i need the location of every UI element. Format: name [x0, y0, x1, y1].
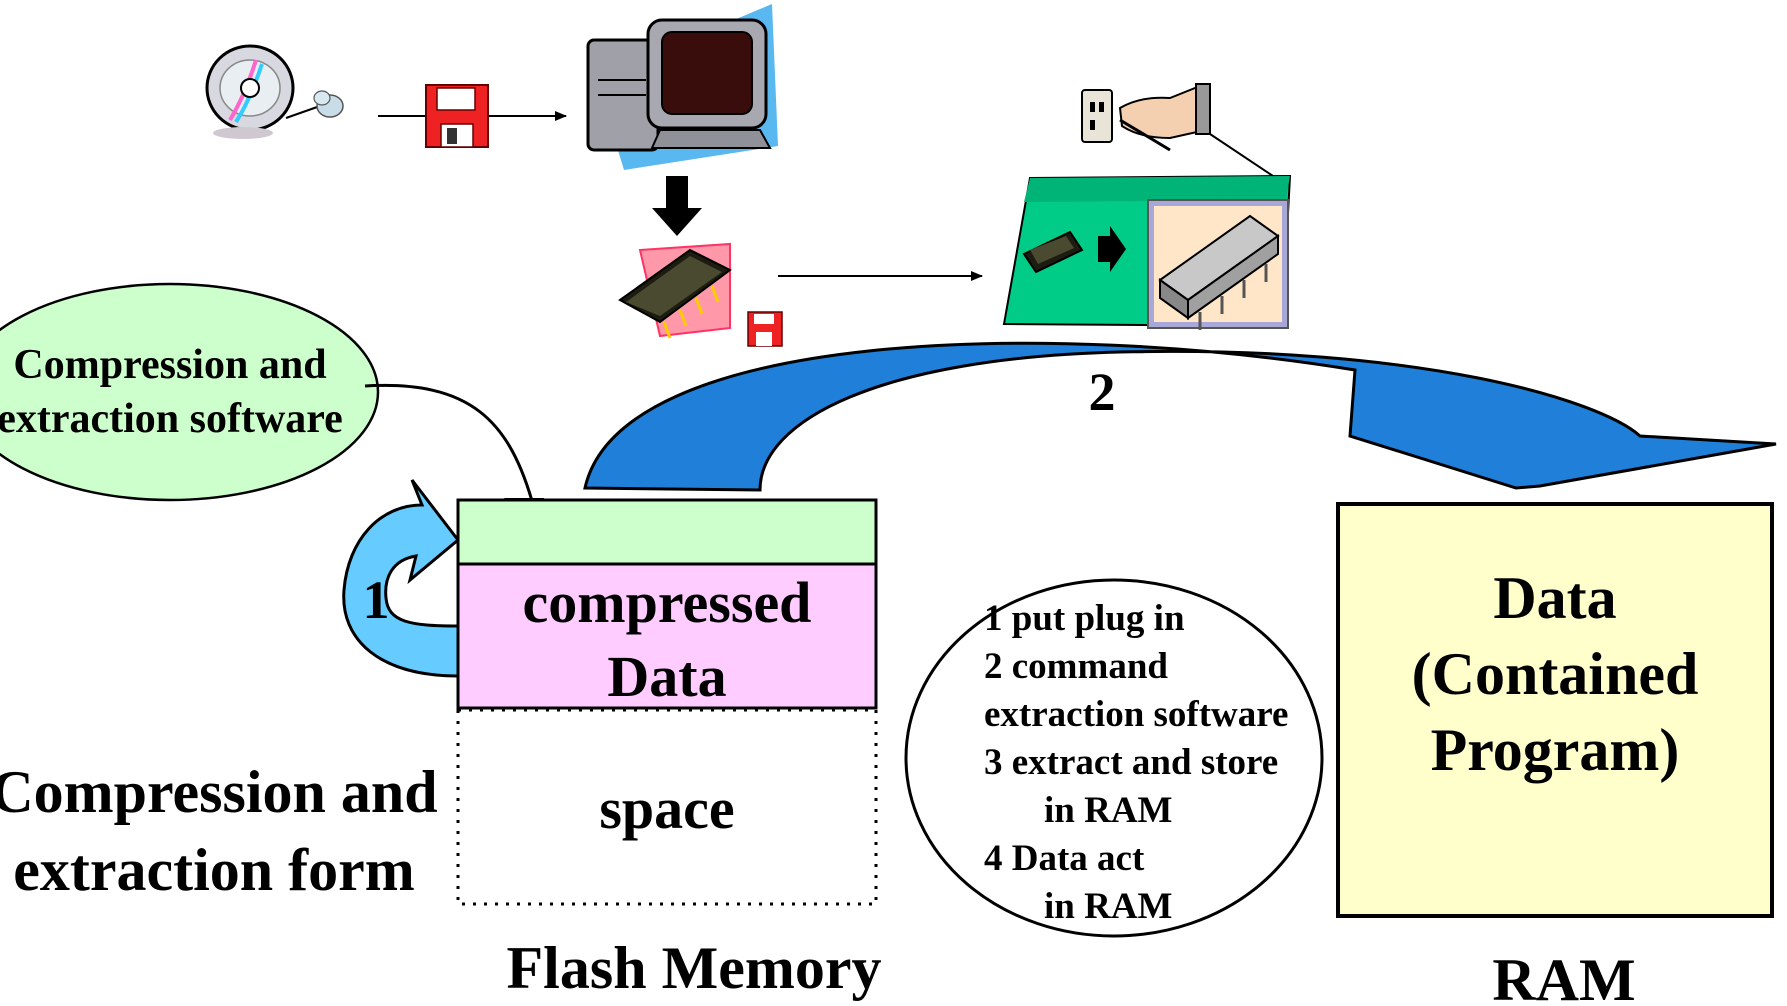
curved-arrow-step-2 — [583, 341, 1777, 492]
ram-data-line-3: Program) — [1431, 717, 1680, 783]
compression-software-ellipse — [0, 282, 380, 502]
step-line-2: 2 command — [984, 646, 1168, 687]
compressed-data-line-1: compressed — [523, 570, 812, 635]
loop-arrow-step-1 — [342, 479, 461, 678]
desktop-computer-icon — [586, 4, 778, 170]
down-arrow-icon — [652, 176, 702, 236]
compressed-data-block — [456, 562, 878, 710]
step-line-5: in RAM — [1044, 790, 1172, 831]
connector-ellipse-to-flash — [364, 383, 536, 509]
flash-chip-icon — [618, 242, 783, 347]
compression-form-line-2: extraction form — [13, 837, 414, 903]
step-line-1: 1 put plug in — [984, 598, 1185, 639]
compressed-data-line-2: Data — [607, 644, 726, 709]
step-line-3: extraction software — [984, 694, 1288, 735]
ellipse-label-line-2: extraction software — [0, 396, 343, 442]
free-space-label: space — [599, 776, 734, 841]
step-line-7: in RAM — [1044, 886, 1172, 927]
floppy-disk-icon — [425, 84, 489, 148]
cd-disc-icon — [205, 44, 344, 139]
step-line-6: 4 Data act — [984, 838, 1145, 879]
ram-data-line-1: Data — [1493, 565, 1616, 631]
ram-block — [1336, 502, 1774, 918]
wall-outlet-icon — [1081, 89, 1113, 143]
step-line-4: 3 extract and store — [984, 742, 1278, 783]
ellipse-label-line-1: Compression and — [13, 342, 326, 388]
step-marker-2: 2 — [1089, 362, 1116, 422]
hand-plug-icon — [1118, 83, 1277, 179]
flash-memory-caption: Flash Memory — [507, 935, 882, 1001]
steps-ellipse — [904, 578, 1324, 938]
flash-memory-header-block — [456, 498, 878, 566]
compression-form-line-1: Compression and — [0, 759, 438, 825]
free-space-block — [456, 708, 878, 906]
ram-caption: RAM — [1492, 947, 1635, 1006]
ram-chip-icon — [1147, 199, 1289, 330]
ram-data-line-2: (Contained — [1412, 641, 1699, 707]
step-marker-1: 1 — [363, 570, 390, 630]
